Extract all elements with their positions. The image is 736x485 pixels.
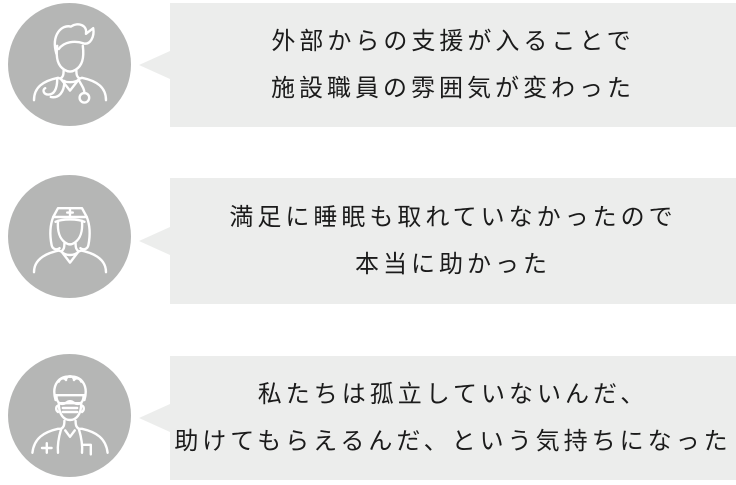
speech-bubble: 満足に睡眠も取れていなかったので 本当に助かった bbox=[139, 178, 736, 304]
quote-line: 私たちは孤立していないんだ、 bbox=[257, 381, 649, 408]
quote-line: 満足に睡眠も取れていなかったので bbox=[229, 204, 677, 231]
speech-bubble: 私たちは孤立していないんだ、 助けてもらえるんだ、という気持ちになった bbox=[139, 356, 736, 480]
bubble-tail bbox=[139, 51, 170, 79]
bubble-tail bbox=[139, 404, 170, 432]
avatar bbox=[8, 3, 131, 126]
avatar bbox=[8, 354, 131, 477]
bubble-tail bbox=[139, 227, 170, 255]
quote-line: 施設職員の雰囲気が変わった bbox=[271, 75, 635, 102]
quote-line: 外部からの支援が入ることで bbox=[271, 28, 635, 55]
avatar bbox=[8, 175, 131, 298]
quote-line: 本当に助かった bbox=[355, 251, 551, 278]
speech-bubble: 外部からの支援が入ることで 施設職員の雰囲気が変わった bbox=[139, 3, 736, 127]
nurse-icon bbox=[22, 189, 118, 285]
doctor-ppe-icon bbox=[22, 368, 118, 464]
doctor-male-icon bbox=[22, 17, 118, 113]
quote-line: 助けてもらえるんだ、という気持ちになった bbox=[174, 428, 732, 455]
